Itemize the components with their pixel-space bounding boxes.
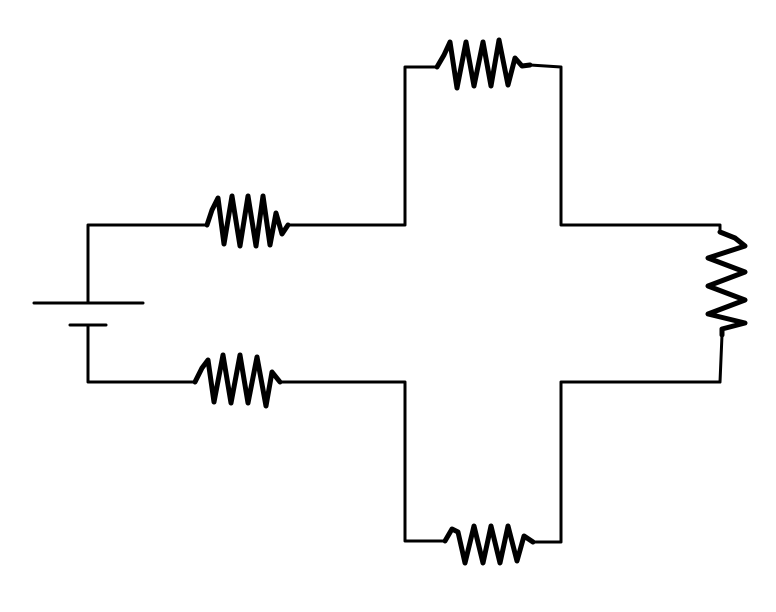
battery <box>32 301 145 327</box>
resistor-bottom <box>442 523 536 566</box>
wire-top-right-branch <box>528 63 722 234</box>
resistor-top <box>434 37 533 91</box>
resistor-left-bottom <box>192 352 283 409</box>
wire-bottom-left-junction <box>278 380 447 543</box>
wire-battery-top <box>86 223 209 305</box>
wires <box>86 63 724 544</box>
wire-battery-bottom <box>86 323 197 384</box>
wire-bottom-right-branch <box>531 333 724 544</box>
resistor-right <box>705 229 748 338</box>
wire-top-left-junction <box>286 65 439 227</box>
resistor-left-top <box>204 193 291 249</box>
